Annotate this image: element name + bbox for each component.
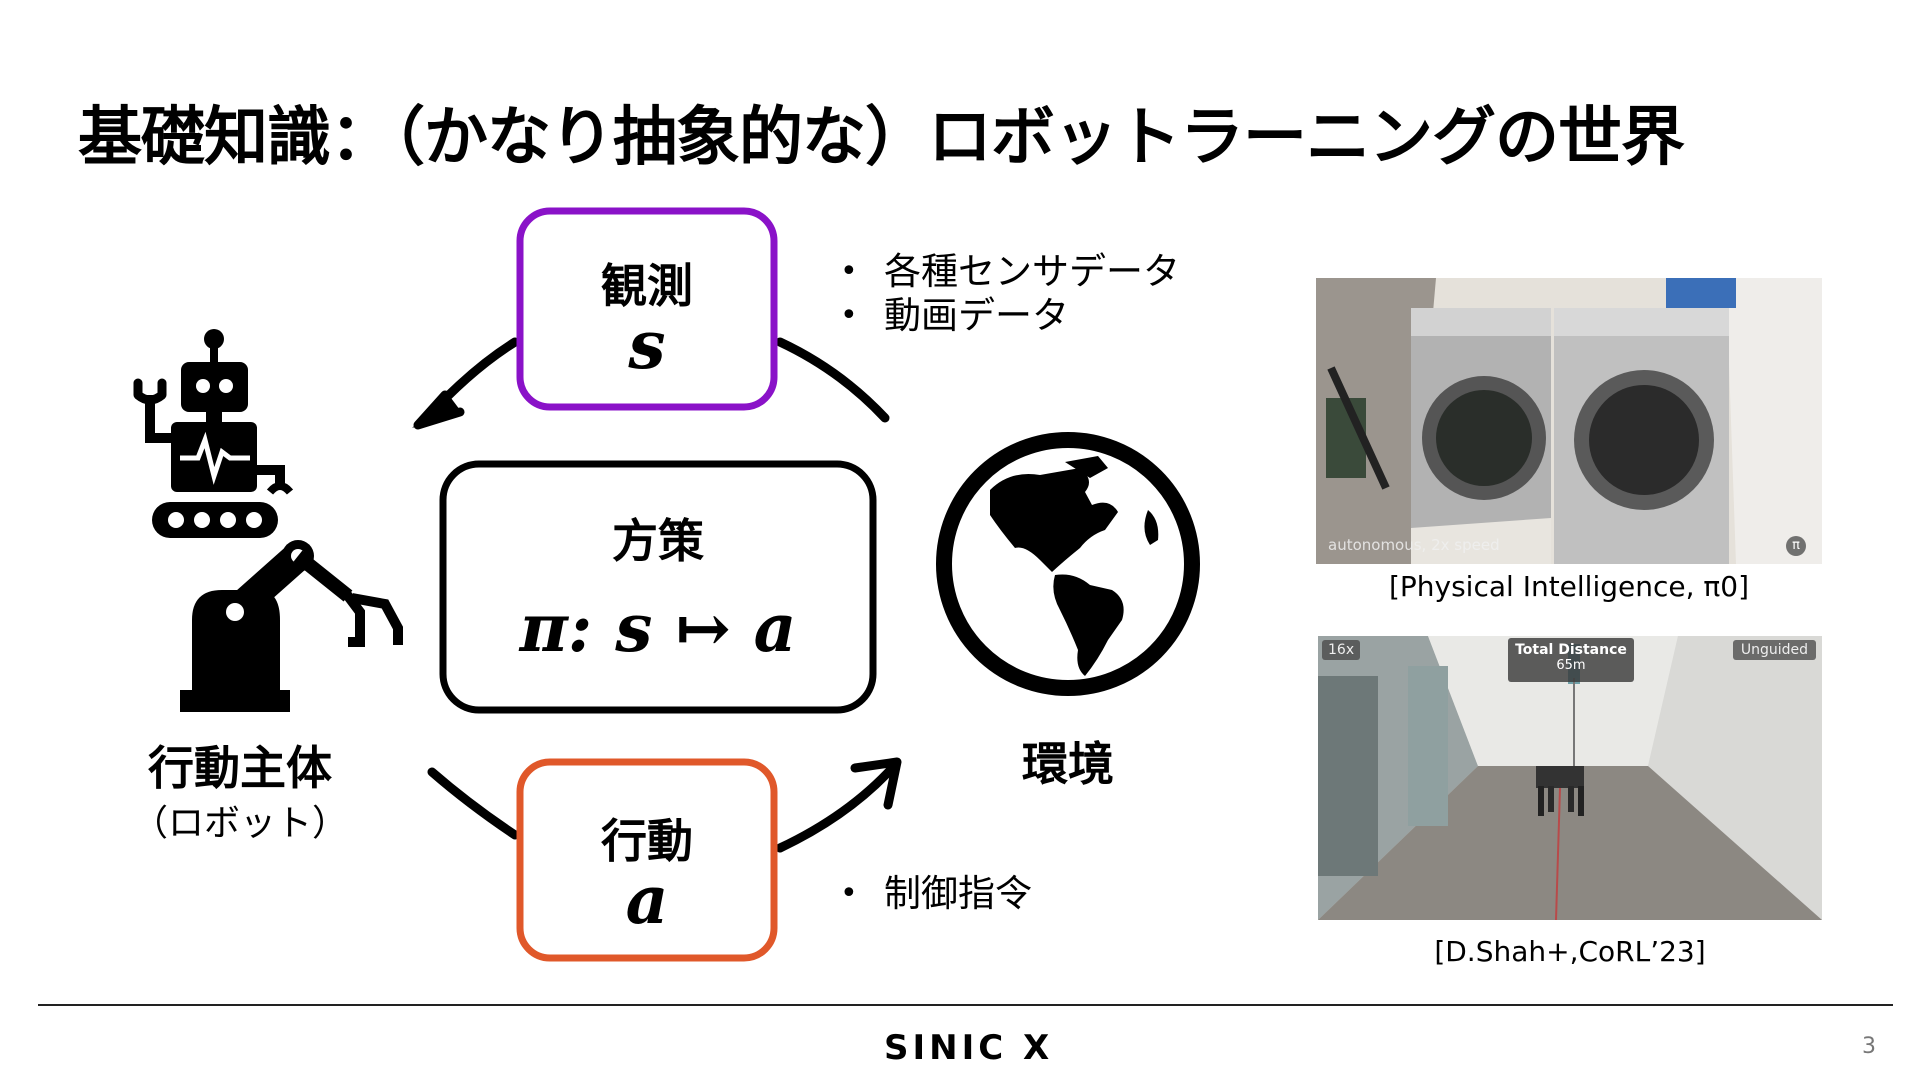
footer-divider xyxy=(38,1004,1893,1006)
observation-box xyxy=(516,207,778,411)
arrow-head-left-stroke xyxy=(413,390,465,430)
photo-robot-dog: 16x Total Distance 65m Unguided xyxy=(1318,636,1822,920)
hallway-scene xyxy=(1318,636,1822,920)
observation-bullet-item: 各種センサデータ xyxy=(830,250,1180,294)
photo1-overlay-text: autonomous, 2x speed xyxy=(1328,536,1500,554)
photo-laundry-robot: autonomous, 2x speed π xyxy=(1316,278,1822,564)
action-bullet-item: 制御指令 xyxy=(830,872,1032,916)
photo2-distance-title: Total Distance xyxy=(1515,642,1627,658)
brand-logo: SINIC X xyxy=(884,1028,1054,1068)
action-box xyxy=(516,758,778,962)
photo1-caption: [Physical Intelligence, π0] xyxy=(1388,570,1750,603)
policy-label: 方策 xyxy=(612,514,704,568)
globe-icon xyxy=(936,432,1200,696)
observation-symbol: s xyxy=(628,306,666,384)
arc-agent-to-action xyxy=(427,767,520,840)
policy-formula: π: s ↦ a xyxy=(519,589,797,667)
environment-label: 環境 xyxy=(1022,737,1114,791)
photo2-mode-badge: Unguided xyxy=(1732,640,1816,660)
photo2-distance-panel: Total Distance 65m xyxy=(1508,638,1634,682)
photo1-corner-badge: π xyxy=(1786,536,1806,556)
action-symbol: a xyxy=(625,861,669,939)
policy-box xyxy=(439,460,877,714)
observation-box-text: 観測 s xyxy=(520,250,774,384)
action-label: 行動 xyxy=(601,814,693,868)
observation-bullets: 各種センサデータ 動画データ xyxy=(830,250,1180,338)
photo2-distance-value: 65m xyxy=(1556,658,1586,673)
action-box-text: 行動 a xyxy=(520,805,774,939)
robot-icon xyxy=(133,329,294,538)
laundry-scene xyxy=(1316,278,1822,564)
arc-env-to-observation xyxy=(775,337,890,423)
page-number: 3 xyxy=(1862,1034,1876,1059)
policy-box-text: 方策 π: s ↦ a xyxy=(443,505,873,667)
robot-arm-icon xyxy=(180,540,403,712)
agent-labels: 行動主体 （ロボット） xyxy=(120,732,360,846)
agent-label: 行動主体 xyxy=(148,741,332,795)
photo2-caption: [D.Shah+,CoRL’23] xyxy=(1434,935,1706,968)
robot-dog-figure xyxy=(1536,766,1584,920)
agent-sublabel: （ロボット） xyxy=(131,803,348,844)
observation-label: 観測 xyxy=(601,259,693,313)
observation-bullet-item: 動画データ xyxy=(830,294,1180,338)
photo2-speed-badge: 16x xyxy=(1322,640,1361,660)
action-bullets: 制御指令 xyxy=(830,872,1032,916)
slide-title: 基礎知識：（かなり抽象的な）ロボットラーニングの世界 xyxy=(78,101,1685,175)
arrow-head-right-stroke xyxy=(850,757,902,810)
arrow-action-to-env xyxy=(775,760,900,853)
